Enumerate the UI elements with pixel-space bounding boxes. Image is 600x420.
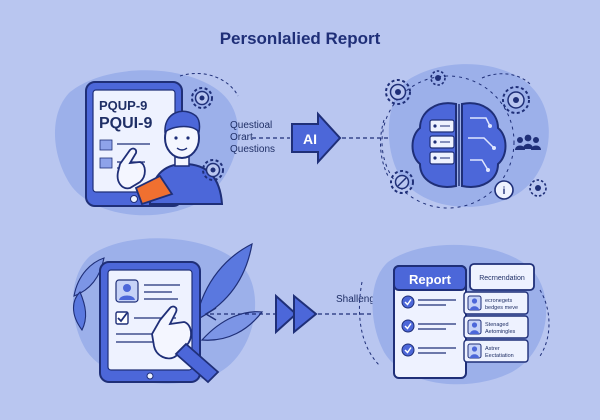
check-circle-icon bbox=[401, 295, 415, 309]
bottom-right-scene: Report Recrnendation bbox=[358, 244, 550, 385]
recommendation-tab-label: Recrnendation bbox=[479, 275, 525, 282]
recommendation-item-1-line-1: ecronegets bbox=[485, 298, 512, 304]
gear-icon bbox=[385, 79, 411, 105]
report-document: Report bbox=[393, 265, 467, 379]
flow-label-3: Questions bbox=[230, 144, 275, 155]
top-left-scene: PQUP-9 PQUI-9 bbox=[54, 70, 239, 216]
top-flow: Questioal Orart Questions AI bbox=[230, 111, 410, 165]
brain-icon bbox=[411, 102, 507, 188]
svg-text:i: i bbox=[503, 186, 506, 197]
tablet-line-2: PQUI-9 bbox=[99, 115, 152, 132]
top-right-scene: i bbox=[380, 64, 549, 209]
gear-icon bbox=[390, 170, 414, 194]
info-icon: i bbox=[494, 180, 514, 200]
flow-label-2: Orart bbox=[230, 132, 253, 143]
recommendation-item-3-line-1: Astrer bbox=[485, 346, 500, 352]
page-title: Personlalied Report bbox=[220, 29, 381, 48]
report-title: Report bbox=[409, 272, 452, 287]
bottom-flow: Shallenges bbox=[204, 293, 394, 335]
recommendation-item-1-line-2: bedges meve bbox=[485, 305, 518, 311]
pointing-hand-icon bbox=[151, 305, 220, 384]
gear-icon bbox=[202, 159, 224, 181]
gear-icon bbox=[529, 179, 547, 197]
flow-label-1: Questioal bbox=[230, 120, 272, 131]
recommendation-item-2-line-2: Aetomingles bbox=[485, 329, 516, 335]
avatar-icon bbox=[115, 279, 139, 303]
ai-arrow: AI bbox=[291, 111, 342, 165]
recommendation-item: Astrer Eectatiation bbox=[463, 339, 529, 363]
flow-bottom-label: Shallenges bbox=[336, 294, 385, 305]
check-circle-icon bbox=[401, 343, 415, 357]
recommendation-panel: Recrnendation ecronegets bedges meve Ste… bbox=[463, 263, 535, 363]
gear-icon bbox=[191, 87, 213, 109]
recommendation-item-2-line-1: Stenaged bbox=[485, 322, 509, 328]
check-circle-icon bbox=[401, 319, 415, 333]
checkbox-icon bbox=[115, 311, 129, 325]
recommendation-item-3-line-2: Eectatiation bbox=[485, 353, 514, 359]
gear-icon bbox=[430, 70, 446, 86]
recommendation-item: Stenaged Aetomingles bbox=[463, 315, 529, 339]
person-illustration bbox=[116, 110, 224, 206]
tablet-line-1: PQUP-9 bbox=[99, 98, 147, 113]
recommendation-item: ecronegets bedges meve bbox=[463, 291, 529, 315]
bottom-left-scene bbox=[72, 238, 264, 384]
gear-icon bbox=[502, 86, 530, 114]
double-chevron-arrow bbox=[275, 293, 318, 335]
leaf-decoration bbox=[72, 242, 264, 341]
ai-label: AI bbox=[303, 131, 317, 147]
people-group-icon bbox=[515, 134, 541, 150]
